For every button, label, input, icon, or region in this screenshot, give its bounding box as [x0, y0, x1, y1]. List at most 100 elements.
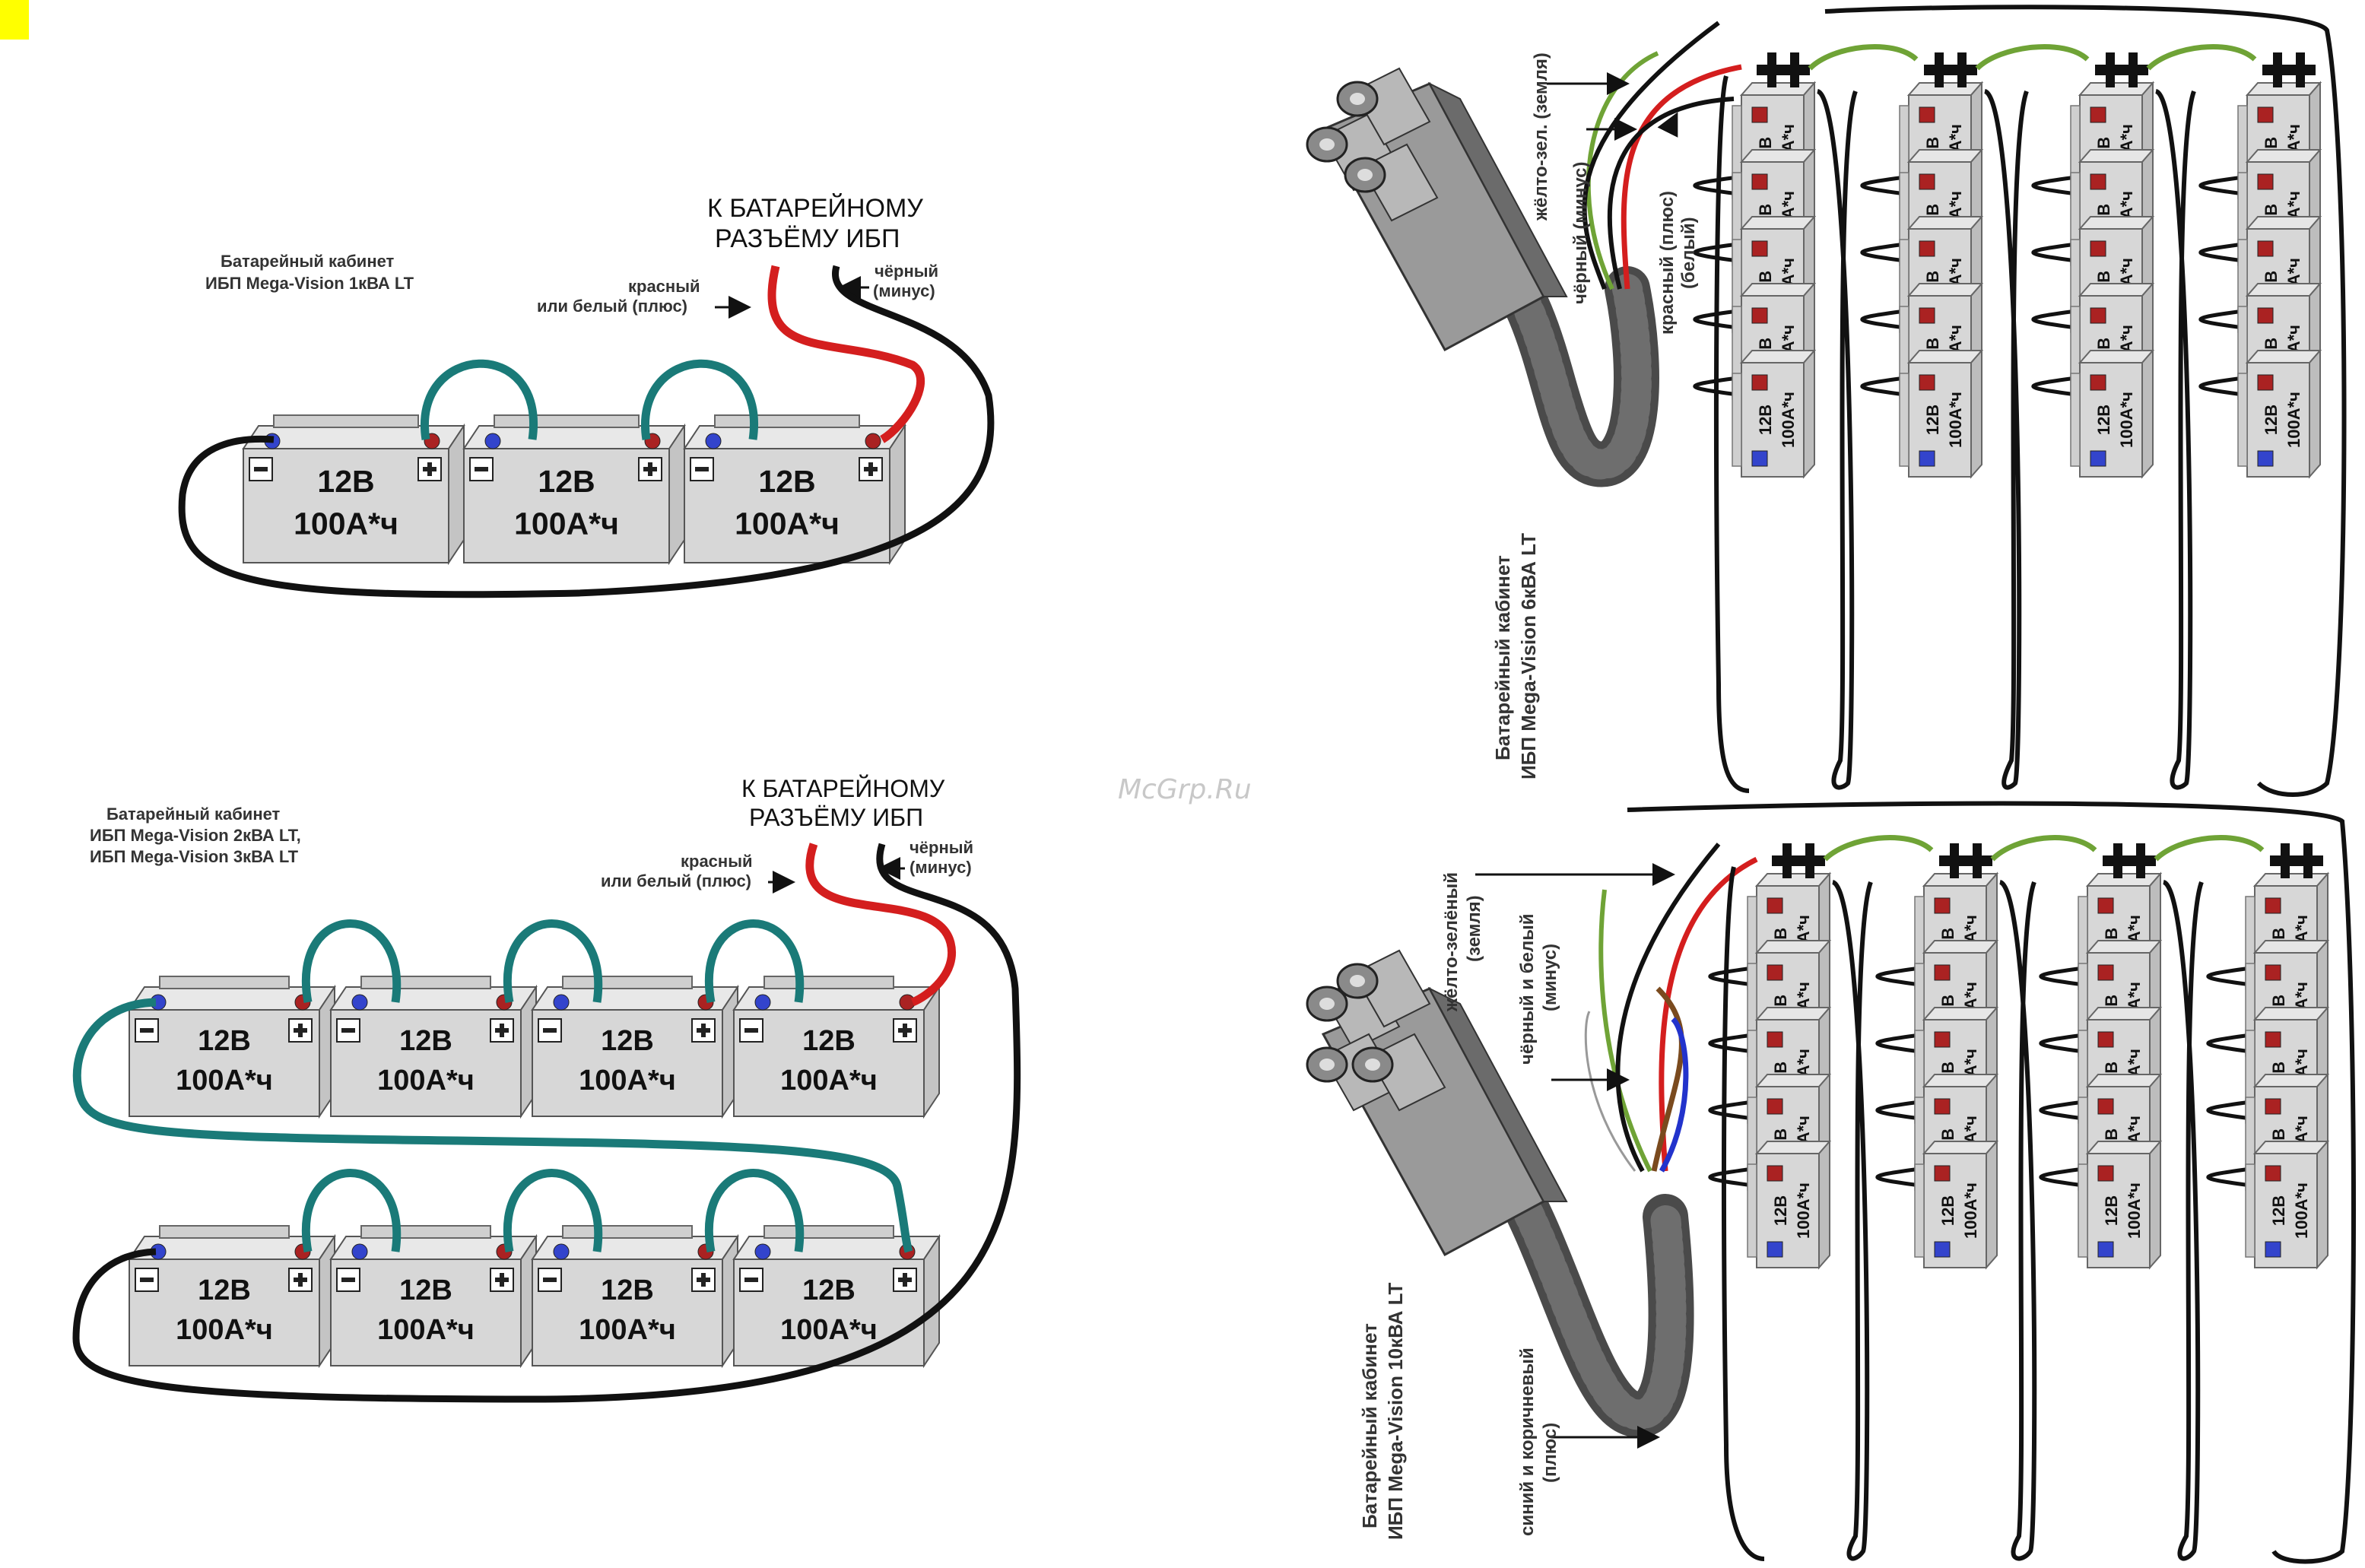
- battery-voltage: 12В: [2262, 405, 2281, 435]
- p2-black-label-1: чёрный: [909, 838, 973, 857]
- plus-icon: [2265, 1098, 2281, 1115]
- battery-voltage: 12В: [399, 1274, 452, 1306]
- plus-icon: [1919, 307, 1935, 324]
- minus-icon: [2257, 450, 2274, 467]
- battery-voltage: 12В: [1923, 405, 1942, 435]
- plus-icon: [490, 1018, 514, 1043]
- plus-icon: [638, 457, 662, 481]
- battery-capacity: 100А*ч: [780, 1314, 878, 1346]
- p3-title-line1: Батарейный кабинет: [1491, 555, 1514, 760]
- plus-icon: [288, 1018, 313, 1043]
- plus-icon: [1767, 1098, 1783, 1115]
- minus-icon: [336, 1268, 360, 1292]
- p4-black-label-2: (минус): [1540, 944, 1560, 1011]
- battery-voltage: 12В: [198, 1274, 251, 1306]
- battery-voltage: 12В: [601, 1274, 654, 1306]
- minus-icon: [249, 457, 273, 481]
- plus-icon: [1767, 1165, 1783, 1182]
- plus-icon: [2265, 1165, 2281, 1182]
- battery-voltage: 12В: [198, 1025, 251, 1057]
- battery-voltage: 12В: [802, 1025, 856, 1057]
- p2-connector-line1: К БАТАРЕЙНОМУ: [741, 775, 945, 802]
- plus-icon: [2097, 1098, 2114, 1115]
- plus-icon: [1767, 897, 1783, 914]
- p1-connector-line1: К БАТАРЕЙНОМУ: [707, 194, 923, 223]
- plus-icon: [691, 1268, 716, 1292]
- plus-icon: [490, 1268, 514, 1292]
- p2-title-line2: ИБП Mega-Vision 2кВА LT,: [90, 826, 301, 845]
- plus-icon: [691, 1018, 716, 1043]
- battery-voltage: 12В: [1938, 1195, 1957, 1226]
- battery-voltage: 12В: [399, 1025, 452, 1057]
- battery-voltage: 12В: [1771, 1195, 1790, 1226]
- terminal-positive: [865, 433, 881, 449]
- plus-icon: [1919, 173, 1935, 190]
- p2-black-label-2: (минус): [909, 858, 972, 877]
- battery-voltage: 12В: [802, 1274, 856, 1306]
- plus-icon: [2097, 1165, 2114, 1182]
- terminal-negative: [553, 1243, 570, 1260]
- p2-title-line1: Батарейный кабинет: [106, 805, 281, 824]
- minus-icon: [1934, 1241, 1951, 1258]
- plus-icon: [1934, 964, 1951, 981]
- p1-title-line1: Батарейный кабинет: [221, 252, 395, 271]
- p3-plug-icon: [1306, 21, 1742, 487]
- battery-voltage: 12В: [601, 1025, 654, 1057]
- plus-icon: [2090, 106, 2106, 123]
- p3-red-label-2: (белый): [1678, 217, 1699, 289]
- battery-voltage: 12В: [538, 464, 595, 499]
- panel-1kva: Батарейный кабинет ИБП Mega-Vision 1кВА …: [178, 194, 995, 598]
- minus-icon: [135, 1018, 159, 1043]
- p1-black-label-2: (минус): [873, 281, 935, 300]
- minus-icon: [538, 1018, 562, 1043]
- plus-icon: [1751, 240, 1768, 257]
- p4-plug-icon: [1306, 843, 1758, 1438]
- battery-capacity: 100А*ч: [1794, 1182, 1813, 1239]
- minus-icon: [1751, 450, 1768, 467]
- p1-jumper-1: [420, 359, 538, 440]
- watermark: McGrp.Ru: [1118, 774, 1252, 805]
- p4-blue-label-2: (плюс): [1540, 1423, 1560, 1483]
- battery-voltage: 12В: [2269, 1195, 2288, 1226]
- terminal-negative: [754, 994, 771, 1011]
- plus-icon: [2090, 173, 2106, 190]
- plus-icon: [2090, 307, 2106, 324]
- p1-red-wire: [767, 265, 925, 443]
- battery-capacity: 100А*ч: [2284, 392, 2303, 448]
- p1-black-label-1: чёрный: [875, 262, 938, 281]
- p2-red-label-2: или белый (плюс): [601, 871, 751, 890]
- p4-ground-label-1: жёлто-зелёный: [1441, 872, 1462, 1012]
- terminal-negative: [484, 433, 501, 449]
- p3-black-label: чёрный (минус): [1570, 162, 1591, 304]
- minus-icon: [2090, 450, 2106, 467]
- battery-voltage: 12В: [2094, 405, 2113, 435]
- minus-icon: [135, 1268, 159, 1292]
- plus-icon: [1934, 1165, 1951, 1182]
- battery-capacity: 100А*ч: [579, 1065, 676, 1097]
- battery-capacity: 100А*ч: [377, 1314, 475, 1346]
- battery-capacity: 100А*ч: [2292, 1182, 2311, 1239]
- p2-connector-line2: РАЗЪЁМУ ИБП: [749, 804, 923, 831]
- p1-jumper-2: [640, 359, 759, 440]
- battery-capacity: 100А*ч: [1779, 392, 1798, 448]
- p2-red-label-1: красный: [681, 852, 753, 871]
- battery-capacity: 100А*ч: [2125, 1182, 2144, 1239]
- minus-icon: [1919, 450, 1935, 467]
- plus-icon: [1751, 374, 1768, 391]
- plus-icon: [2257, 307, 2274, 324]
- p3-red-label-1: красный (плюс): [1657, 191, 1678, 335]
- p4-title-line1: Батарейный кабинет: [1358, 1323, 1381, 1528]
- battery-capacity: 100А*ч: [1961, 1182, 1980, 1239]
- battery: 12В 100А*ч: [732, 1225, 941, 1369]
- p1-red-label-1: красный: [628, 277, 700, 296]
- plus-icon: [1919, 240, 1935, 257]
- minus-icon: [690, 457, 714, 481]
- plus-icon: [2257, 173, 2274, 190]
- battery-capacity: 100А*ч: [2117, 392, 2136, 448]
